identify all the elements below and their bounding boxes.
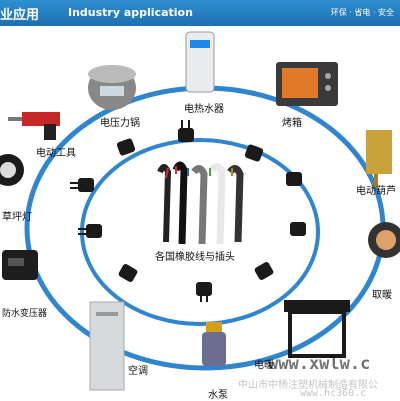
label-oven: 烤箱 bbox=[282, 118, 302, 129]
pressure-cooker-image bbox=[88, 65, 136, 110]
lawn-lamp-image bbox=[0, 154, 24, 186]
watermark-company: 中山市中杨注塑机械制造有限公 bbox=[238, 380, 378, 391]
cable-bundle-image bbox=[157, 161, 244, 245]
label-lawn-lamp: 草坪灯 bbox=[2, 212, 32, 223]
water-heater-image bbox=[185, 31, 215, 93]
plug-icon bbox=[244, 144, 264, 162]
label-water-pump: 水泵 bbox=[208, 390, 228, 401]
label-hoist: 电动葫芦 bbox=[356, 186, 396, 197]
plug-icon bbox=[254, 262, 274, 280]
plug-icon bbox=[70, 178, 94, 192]
header-title: 业应用 bbox=[0, 8, 40, 23]
waterproof-transformer-image bbox=[2, 250, 38, 280]
plug-icon bbox=[118, 264, 138, 282]
plug-icon bbox=[78, 224, 102, 238]
label-water-heater: 电热水器 bbox=[184, 104, 224, 115]
plug-icon bbox=[178, 120, 194, 142]
heater-image bbox=[368, 222, 400, 258]
electric-heater-stand-image bbox=[284, 300, 350, 358]
label-pressure-cooker: 电压力锅 bbox=[100, 118, 140, 129]
inner-ring bbox=[80, 138, 320, 326]
watermark-site: www.hc360.c bbox=[300, 388, 367, 399]
plug-icon bbox=[116, 138, 136, 156]
label-air-conditioner: 空调 bbox=[128, 366, 148, 377]
watermark-url: www.xwlw.c bbox=[268, 354, 371, 374]
electric-hoist-image bbox=[366, 130, 392, 188]
label-power-tool: 电动工具 bbox=[36, 148, 76, 159]
label-heater: 取暖 bbox=[372, 290, 392, 301]
plug-icon bbox=[290, 222, 306, 236]
oven-image bbox=[276, 62, 338, 106]
header-subtitle: Industry application bbox=[68, 6, 193, 19]
air-conditioner-image bbox=[89, 301, 125, 391]
plug-icon bbox=[196, 282, 212, 302]
water-pump-image bbox=[202, 322, 226, 366]
header-bar: 业应用 Industry application 环保 · 省电 · 安全 bbox=[0, 0, 400, 26]
header-tags: 环保 · 省电 · 安全 bbox=[330, 8, 394, 17]
plug-icon bbox=[286, 172, 302, 186]
label-transformer: 防水变压器 bbox=[2, 309, 48, 319]
label-electric-heater: 电暖 bbox=[254, 360, 274, 371]
center-label: 各国橡胶线与插头 bbox=[155, 252, 235, 263]
power-drill-image bbox=[8, 112, 60, 140]
